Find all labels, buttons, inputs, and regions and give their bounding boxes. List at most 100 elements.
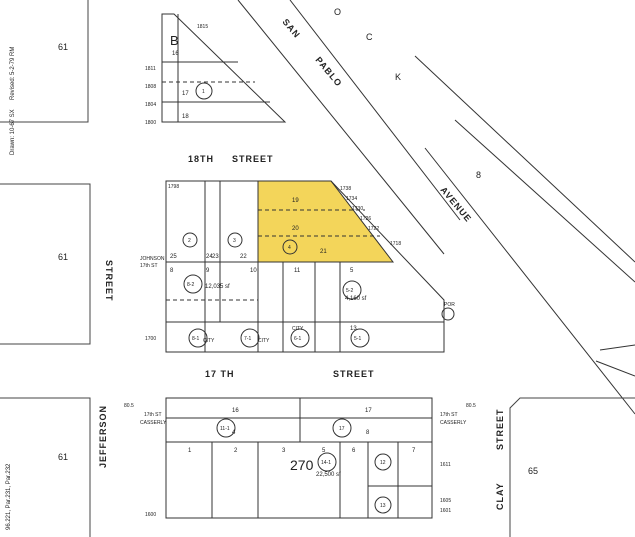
- u-lot-22: 22: [240, 254, 247, 260]
- u-label-city-3: CITY: [292, 326, 304, 332]
- u-num-1798: 1798: [168, 184, 179, 190]
- ref-note: 96.221, Par.231, Par.232: [6, 463, 12, 530]
- street-18th-street: STREET: [232, 154, 274, 164]
- b-num-1808: 1808: [145, 84, 156, 90]
- u-label-area-2: 4,160 sf: [345, 296, 367, 302]
- revised-note: Revised: 5-2-79 RM: [10, 47, 16, 100]
- u-lot-23: 23: [212, 254, 219, 260]
- u-num-1734: 1734: [346, 196, 357, 202]
- block-61-mid: 61: [58, 252, 68, 262]
- l-lot-8: 8: [366, 430, 370, 436]
- l-label-17th-right: 17th ST: [440, 412, 458, 418]
- l-num-1601: 1601: [440, 508, 451, 514]
- u-label-johnson: JOHNSON: [140, 256, 165, 262]
- left-blocks: [0, 0, 91, 537]
- street-clay: CLAY: [495, 482, 505, 510]
- u-parcel-5-2: 5-2: [346, 288, 353, 294]
- ock-k: K: [395, 72, 401, 82]
- u-parcel-2: 2: [188, 238, 191, 244]
- u-label-city-2: CITY: [258, 338, 270, 344]
- drawn-note: Drawn: 10-67 SX: [10, 109, 16, 155]
- ock-c: C: [366, 32, 373, 42]
- street-17th: 17 TH: [205, 369, 235, 379]
- u-num-1700: 1700: [145, 336, 156, 342]
- block-b-letter: B: [170, 33, 179, 48]
- u-num-1726: 1726: [360, 216, 371, 222]
- u-parcel-8-1: 8-1: [192, 336, 199, 342]
- b-parcel-1: 1: [202, 89, 205, 95]
- u-parcel-5-1: 5-1: [354, 336, 361, 342]
- l-label-80-5-right: 80.5: [466, 403, 476, 409]
- u-lot-5: 5: [350, 268, 354, 274]
- street-avenue: AVENUE: [438, 185, 473, 224]
- l-lot-5: 5: [322, 448, 326, 454]
- u-num-1738: 1738: [340, 186, 351, 192]
- u-lot-9: 9: [206, 268, 210, 274]
- l-label-casserly-left: CASSERLY: [140, 420, 167, 426]
- u-parcel-8-2: 8-2: [187, 282, 194, 288]
- b-num-1804: 1804: [145, 102, 156, 108]
- l-lot-3: 3: [282, 448, 286, 454]
- l-label-80-5-left: 80.5: [124, 403, 134, 409]
- u-lot-20: 20: [292, 226, 299, 232]
- u-lot-13: 13: [350, 326, 357, 332]
- u-lot-24: 24: [206, 254, 213, 260]
- u-parcel-3: 3: [233, 238, 236, 244]
- l-lot-17: 17: [365, 408, 372, 414]
- ock-o1: O: [334, 7, 341, 17]
- b-num-1800: 1800: [145, 120, 156, 126]
- l-lot-6: 6: [352, 448, 356, 454]
- b-lot-18: 18: [182, 114, 189, 120]
- street-jefferson: JEFFERSON: [98, 405, 108, 468]
- l-lot-1: 1: [188, 448, 192, 454]
- u-lot-10: 10: [250, 268, 257, 274]
- l-lot-16: 16: [232, 408, 239, 414]
- l-lot-7: 7: [412, 448, 416, 454]
- b-num-1811: 1811: [145, 66, 156, 72]
- street-clay-street: STREET: [495, 408, 505, 450]
- street-17th-street: STREET: [333, 369, 375, 379]
- l-parcel-11-1: 11-1: [220, 426, 230, 432]
- u-label-city-1: CITY: [203, 338, 215, 344]
- l-num-1600: 1600: [145, 512, 156, 518]
- street-pablo: PABLO: [313, 55, 344, 89]
- u-label-17th: 17th ST: [140, 263, 158, 269]
- u-num-1718: 1718: [390, 241, 401, 247]
- block-270: 270: [290, 457, 314, 473]
- l-num-1605: 1605: [440, 498, 451, 504]
- l-parcel-17: 17: [339, 426, 345, 432]
- block-65: 65: [528, 466, 538, 476]
- l-lot-4: 4: [232, 430, 236, 436]
- l-label-casserly-right: CASSERLY: [440, 420, 467, 426]
- u-lot-11: 11: [294, 268, 301, 274]
- b-lot-17: 17: [182, 91, 189, 97]
- block-61-top: 61: [58, 42, 68, 52]
- upper-block: [165, 180, 455, 353]
- l-label-17th-left: 17th ST: [144, 412, 162, 418]
- circle-8: 8: [476, 170, 481, 180]
- b-num-1815: 1815: [197, 24, 208, 30]
- l-num-1611: 1611: [440, 462, 451, 468]
- right-block: [509, 397, 635, 537]
- l-label-area: 22,500 sf: [316, 472, 341, 478]
- street-san: SAN: [280, 17, 302, 40]
- u-parcel-6-1: 6-1: [294, 336, 301, 342]
- u-lot-8: 8: [170, 268, 174, 274]
- u-parcel-7-1: 7-1: [244, 336, 251, 342]
- u-lot-21: 21: [320, 249, 327, 255]
- b-lot-16: 16: [172, 51, 179, 57]
- l-parcel-12: 12: [380, 460, 386, 466]
- l-parcel-14-1: 14-1: [321, 460, 331, 466]
- u-parcel-4: 4: [288, 245, 291, 251]
- l-lot-2: 2: [234, 448, 238, 454]
- u-lot-25: 25: [170, 254, 177, 260]
- u-label-por: POR: [444, 302, 455, 308]
- lower-block: [165, 397, 433, 519]
- block-b: [161, 13, 287, 123]
- san-pablo-lines: [237, 0, 635, 415]
- street-18th: 18TH: [188, 154, 214, 164]
- street-left-vertical: STREET: [104, 260, 114, 302]
- u-label-area-1: 12,035 sf: [205, 284, 230, 290]
- block-61-bottom: 61: [58, 452, 68, 462]
